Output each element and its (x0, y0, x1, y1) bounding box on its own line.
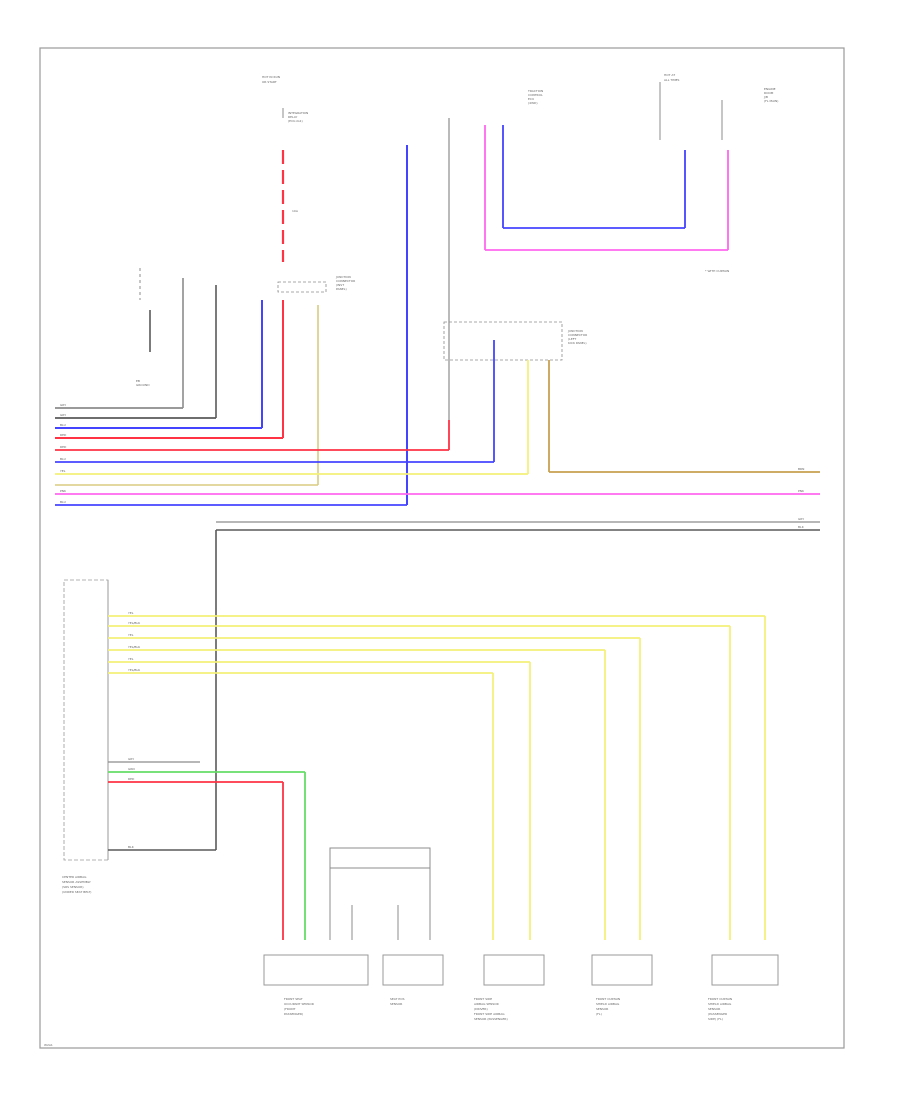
svg-text:YEL: YEL (128, 633, 134, 637)
svg-text:RED: RED (128, 777, 135, 781)
ecu-output-labels: YEL YEL/BLK YEL YEL/BLK YEL YEL/BLK (128, 611, 141, 672)
svg-text:BLU: BLU (60, 423, 66, 427)
right-wire-color-labels: BRN PNK GRY BLK (798, 467, 805, 529)
svg-text:PNK: PNK (798, 489, 805, 493)
svg-text:YEL: YEL (128, 611, 134, 615)
left-wire-color-labels: GRY GRY BLU RED RED BLU YEL PNK BLU (60, 403, 67, 504)
svg-text:YEL: YEL (60, 469, 66, 473)
svg-text:GRN: GRN (128, 767, 135, 771)
page-footer: W2A1 (44, 1043, 53, 1047)
svg-text:10A: 10A (292, 209, 299, 213)
diagram-frame (39, 47, 845, 1049)
svg-text:RED: RED (60, 433, 67, 437)
svg-text:GRY: GRY (60, 413, 66, 417)
seat-pos-wiring (329, 847, 431, 940)
svg-text:YEL/BLK: YEL/BLK (128, 668, 141, 672)
svg-text:PNK: PNK (60, 489, 67, 493)
svg-text:GRY: GRY (798, 517, 804, 521)
svg-text:BLK: BLK (798, 525, 805, 529)
svg-text:BLK: BLK (128, 845, 135, 849)
svg-text:* WITH CURTAIN: * WITH CURTAIN (705, 269, 729, 273)
svg-text:YEL/BLK: YEL/BLK (128, 645, 141, 649)
svg-text:GRY: GRY (60, 403, 66, 407)
svg-text:BLU: BLU (60, 457, 66, 461)
svg-text:BLU: BLU (60, 500, 66, 504)
svg-text:YEL/BLK: YEL/BLK (128, 621, 141, 625)
horizontal-bus (55, 407, 820, 850)
svg-text:RED: RED (60, 445, 67, 449)
svg-text:BRN: BRN (798, 467, 804, 471)
svg-text:GRY: GRY (128, 757, 134, 761)
top-right-wire-loops: * WITH CURTAIN (484, 82, 729, 273)
svg-text:YEL: YEL (128, 657, 134, 661)
ecu-lower-outputs: GRY GRN RED BLK (108, 757, 306, 940)
ecu-yellow-outputs (108, 615, 766, 940)
